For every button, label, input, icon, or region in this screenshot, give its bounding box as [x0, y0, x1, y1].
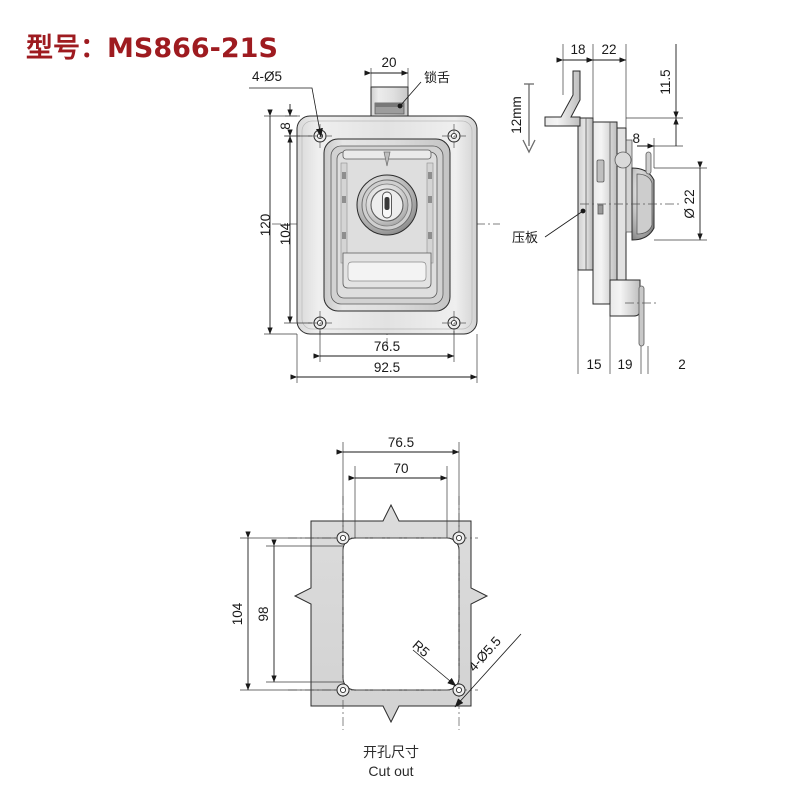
dim-120-text: 120	[258, 214, 273, 237]
cutout-caption-cn: 开孔尺寸	[363, 745, 419, 761]
dim-latch-width: 20	[364, 55, 409, 87]
note-panel-thickness: 12mm	[509, 83, 536, 154]
cutout-mounting-holes	[336, 531, 466, 697]
side-view: 18 22 11.5 12mm 8	[509, 42, 707, 374]
dim-hole-callout-text: 4-Ø5	[252, 69, 282, 84]
dim-98-text: 98	[256, 606, 271, 621]
dim-765-cutout-text: 76.5	[388, 435, 414, 450]
dim-side-bottom: 15 19 2	[577, 270, 686, 374]
side-body	[592, 121, 618, 305]
dim-side-top-widths: 18 22	[556, 42, 627, 128]
label-pressure-plate-text: 压板	[512, 231, 538, 246]
dim-hole-pitch-vertical: 104	[278, 129, 312, 324]
dim-cutout-pitch-horizontal: 76.5	[336, 435, 460, 532]
front-view: 4-Ø5 8 20 锁舌	[249, 55, 500, 383]
dim-8-side-text: 8	[632, 131, 640, 146]
dim-18-text: 18	[570, 42, 585, 57]
dim-overall-height: 120	[258, 109, 297, 335]
paddle-handle	[340, 149, 434, 289]
dim-115-text: 11.5	[658, 69, 673, 94]
dim-cutout-pitch-vertical: 104	[230, 531, 337, 691]
dim-2-text: 2	[678, 357, 686, 372]
dim-cut-height: 98	[256, 539, 343, 683]
dim-cylinder-diameter: Ø 22	[654, 161, 707, 241]
dim-20-text: 20	[381, 55, 396, 70]
dim-15-text: 15	[586, 357, 601, 372]
page-title: 型号：MS866-21S	[26, 33, 278, 64]
dim-925-text: 92.5	[374, 360, 400, 375]
dim-19-text: 19	[617, 357, 632, 372]
key-cylinder	[356, 174, 418, 236]
dim-70-text: 70	[393, 461, 408, 476]
dim-8-text: 8	[278, 122, 293, 130]
label-latch-bolt-text: 锁舌	[424, 70, 450, 86]
cutout-view: 76.5 70 104 98	[230, 435, 522, 779]
dim-side-8: 8	[625, 131, 655, 168]
note-12mm-text: 12mm	[509, 96, 524, 134]
dim-22-text: 22	[601, 42, 616, 57]
dim-cut-width: 70	[348, 461, 448, 538]
dim-104-cutout-text: 104	[230, 602, 245, 625]
side-paddle-hook	[544, 70, 581, 127]
dim-overall-width: 92.5	[290, 334, 478, 383]
label-latch-bolt: 锁舌	[397, 70, 450, 109]
dim-104-text: 104	[278, 222, 293, 245]
latch-bolt-tab	[370, 86, 409, 118]
cutout-caption-en: Cut out	[368, 763, 413, 779]
dim-765-front-text: 76.5	[374, 339, 400, 354]
cutout-aperture	[342, 537, 460, 691]
label-pressure-plate: 压板	[512, 208, 586, 246]
dim-hole-callout: 4-Ø5	[249, 69, 323, 138]
side-latch-tongue	[609, 279, 658, 347]
dim-dia22-text: Ø 22	[682, 189, 697, 218]
side-pin	[645, 151, 652, 175]
dim-hole-pitch-horizontal: 76.5	[313, 331, 455, 362]
side-mount-panel	[577, 117, 594, 271]
dim-side-height-top: 11.5	[626, 44, 683, 147]
